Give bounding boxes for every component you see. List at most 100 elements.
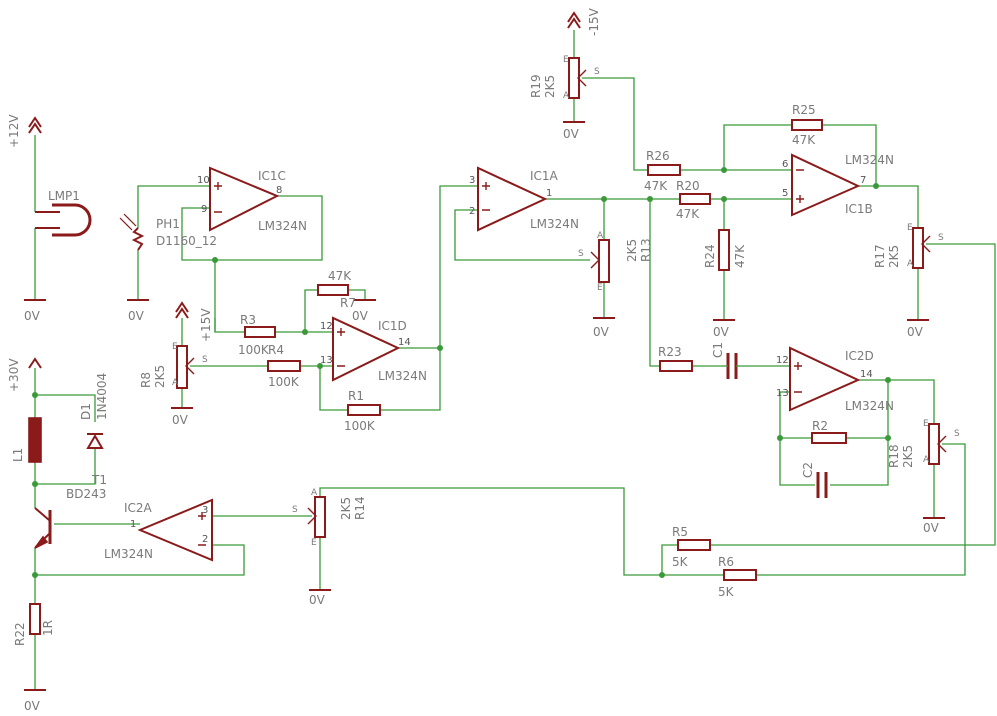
label-r22: R22 bbox=[13, 622, 27, 646]
label-ic2d-part: LM324N bbox=[845, 399, 894, 413]
pin-label: 2 bbox=[202, 534, 208, 545]
label-ic2a: IC2A bbox=[124, 501, 153, 515]
pin-label: E bbox=[923, 419, 929, 429]
label-r3: R3 bbox=[240, 313, 256, 327]
label-r24: R24 bbox=[703, 244, 717, 268]
pin-label: E bbox=[597, 283, 603, 293]
label-r19: R19 bbox=[529, 74, 543, 98]
pin-label: S bbox=[594, 67, 600, 77]
misc-components bbox=[28, 203, 145, 549]
label-r5: R5 bbox=[672, 525, 688, 539]
pin-label: A bbox=[563, 91, 570, 101]
label-v15: +15V bbox=[199, 308, 213, 342]
label-ph1: PH1 bbox=[156, 217, 180, 231]
pin-label: A bbox=[597, 231, 604, 241]
label-r17-val: 2K5 bbox=[887, 245, 901, 268]
pin-label: 1 bbox=[130, 519, 136, 530]
label-r18-val: 2K5 bbox=[901, 445, 915, 468]
label-r8-val: 2K5 bbox=[153, 365, 167, 388]
label-r13-val: 2K5 bbox=[625, 239, 639, 262]
label-r1: R1 bbox=[348, 389, 364, 403]
label-r17: R17 bbox=[873, 244, 887, 268]
pin-label: E bbox=[563, 55, 569, 65]
label-d1: D1 bbox=[79, 403, 93, 420]
pin-label: 13 bbox=[776, 388, 789, 399]
label-gnd-1: 0V bbox=[24, 309, 41, 323]
pin-label: E bbox=[172, 342, 178, 352]
label-r2: R2 bbox=[812, 419, 828, 433]
label-gnd-9: 0V bbox=[923, 521, 940, 535]
pin-label: 8 bbox=[276, 185, 282, 196]
label-gnd-3: 0V bbox=[172, 413, 189, 427]
label-r7: R7 bbox=[340, 296, 356, 310]
label-gnd-7: 0V bbox=[713, 325, 730, 339]
pin-label: S bbox=[578, 249, 584, 259]
label-r13: R13 bbox=[639, 238, 653, 262]
pin-label: 1 bbox=[546, 188, 552, 199]
junctions bbox=[32, 167, 891, 578]
label-c2: C2 bbox=[801, 462, 815, 478]
pin-label: 9 bbox=[201, 204, 207, 215]
label-v30: +30V bbox=[7, 358, 21, 392]
label-r22-val: 1R bbox=[41, 620, 55, 636]
label-ic2d: IC2D bbox=[845, 349, 874, 363]
label-r14: R14 bbox=[353, 496, 367, 520]
label-r4: R4 bbox=[268, 343, 284, 357]
pin-label: S bbox=[954, 429, 960, 439]
pin-label: 10 bbox=[197, 175, 210, 186]
label-ic1a: IC1A bbox=[530, 169, 559, 183]
pin-label: A bbox=[172, 378, 179, 388]
label-d1-val: 1N4004 bbox=[95, 373, 109, 420]
label-ic1b-part: LM324N bbox=[845, 153, 894, 167]
opamps bbox=[137, 153, 861, 562]
label-ic1d: IC1D bbox=[378, 319, 407, 333]
label-r4-val: 100K bbox=[268, 375, 300, 389]
label-r6-val: 5K bbox=[718, 585, 735, 599]
pin-label: S bbox=[292, 505, 298, 515]
label-r18: R18 bbox=[887, 444, 901, 468]
label-r14-val: 2K5 bbox=[339, 497, 353, 520]
pin-label: 3 bbox=[202, 505, 208, 516]
label-ic1d-part: LM324N bbox=[378, 369, 427, 383]
pin-label: 5 bbox=[782, 188, 788, 199]
label-gnd-10: 0V bbox=[309, 593, 326, 607]
opamp-ic2a bbox=[137, 498, 213, 562]
label-t1: T1 bbox=[91, 473, 107, 487]
label-ic1c: IC1C bbox=[258, 169, 286, 183]
pin-label: E bbox=[311, 538, 317, 548]
pin-label: 7 bbox=[860, 175, 866, 186]
label-gnd-11: 0V bbox=[24, 699, 41, 713]
wires bbox=[34, 30, 996, 690]
label-r24-val: 47K bbox=[733, 244, 747, 268]
opamp-ic1b bbox=[791, 153, 861, 217]
pin-label: 12 bbox=[320, 321, 333, 332]
resistors bbox=[29, 119, 847, 635]
pin-label: A bbox=[311, 488, 318, 498]
pin-label: 13 bbox=[320, 355, 333, 366]
label-r20-val: 47K bbox=[676, 207, 700, 221]
label-r8: R8 bbox=[139, 372, 153, 388]
pin-label: E bbox=[907, 223, 913, 233]
pin-label: 2 bbox=[469, 206, 475, 217]
trimmers bbox=[176, 57, 947, 538]
label-r25: R25 bbox=[792, 103, 816, 117]
label-vm15: -15V bbox=[587, 7, 601, 36]
label-l1: L1 bbox=[11, 448, 25, 462]
pin-label: 14 bbox=[860, 369, 873, 380]
label-ic1a-part: LM324N bbox=[530, 217, 579, 231]
label-r26: R26 bbox=[646, 149, 670, 163]
ground-symbols bbox=[24, 121, 945, 691]
opamp-ic2d bbox=[789, 346, 861, 412]
labels: +12V LMP1 0V PH1 D1160_12 0V IC1C LM324N… bbox=[7, 7, 960, 713]
label-t1-val: BD243 bbox=[66, 487, 106, 501]
pin-label: 14 bbox=[398, 337, 411, 348]
label-gnd-2: 0V bbox=[128, 309, 145, 323]
label-ic1b: IC1B bbox=[845, 202, 873, 216]
label-gnd-4: 0V bbox=[352, 309, 369, 323]
pin-label: A bbox=[907, 259, 914, 269]
opamp-ic1a bbox=[477, 166, 548, 232]
label-ph1-val: D1160_12 bbox=[156, 234, 217, 248]
label-gnd-6: 0V bbox=[593, 325, 610, 339]
label-r20: R20 bbox=[676, 179, 700, 193]
